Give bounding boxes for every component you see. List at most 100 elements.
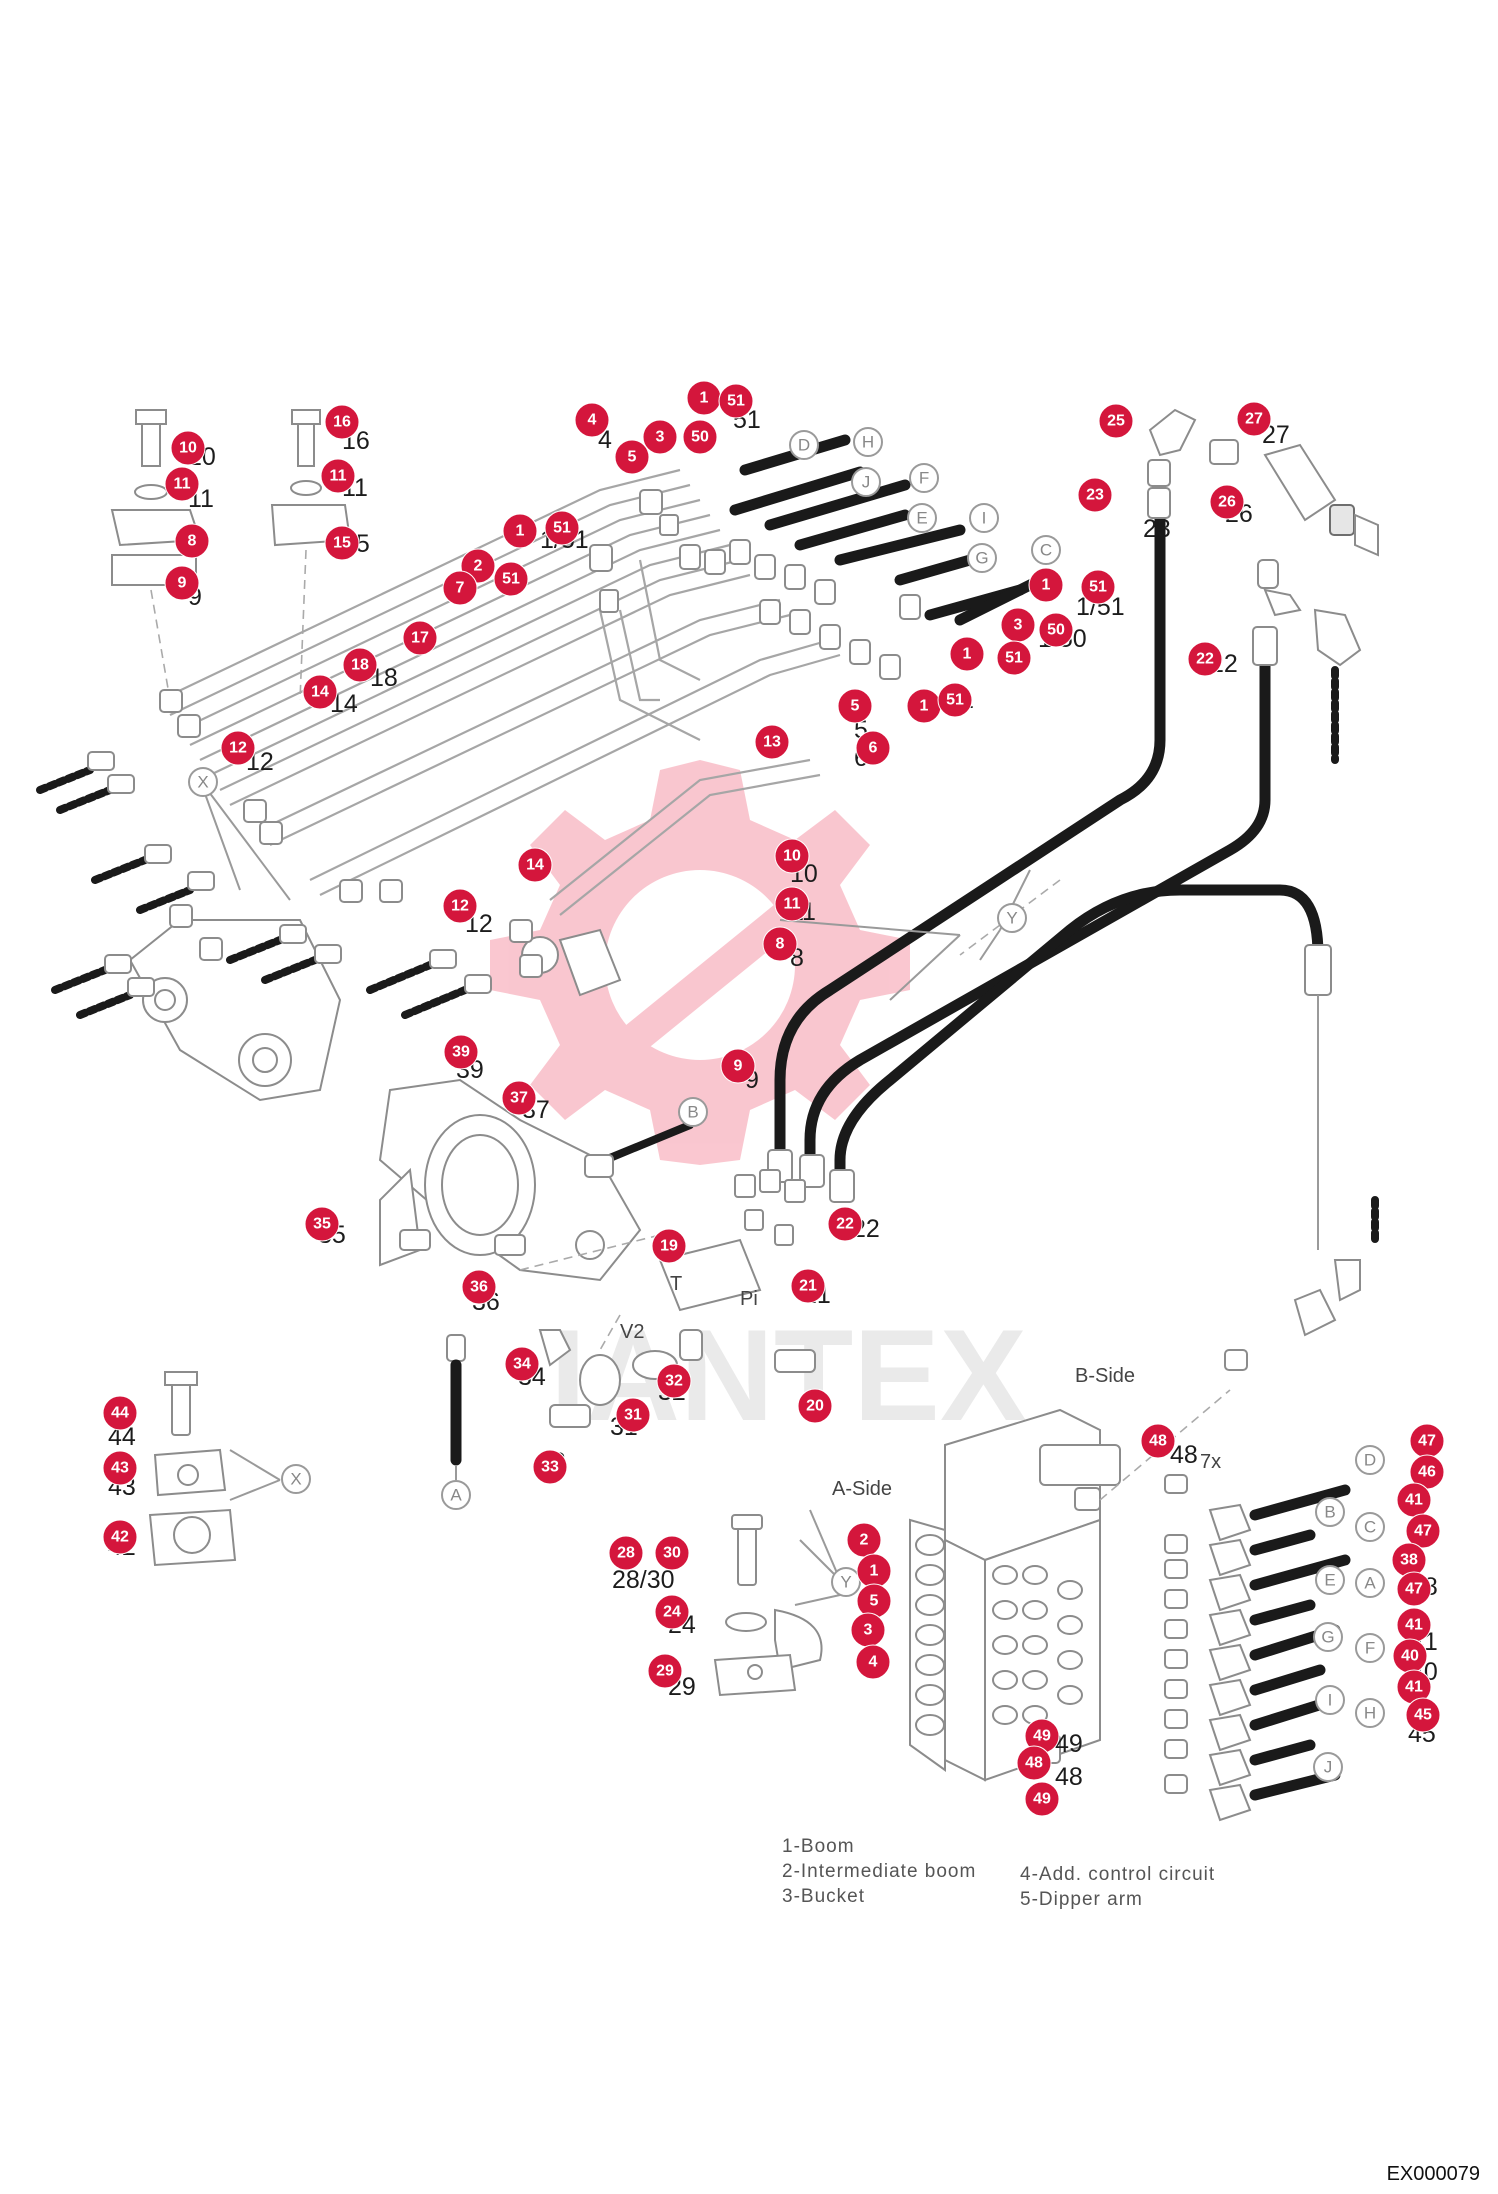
callout-badge[interactable]: 48 (1016, 1745, 1052, 1781)
callout-badge[interactable]: 3 (642, 419, 678, 455)
callout-badge[interactable]: 1 (856, 1553, 892, 1589)
svg-text:17: 17 (411, 630, 429, 647)
callout-badge[interactable]: 2 (846, 1522, 882, 1558)
svg-text:3: 3 (864, 1622, 873, 1639)
callout-badge[interactable]: 9 (720, 1048, 756, 1084)
callout-badge[interactable]: 10 (774, 838, 810, 874)
svg-text:H: H (862, 433, 874, 452)
callout-badge[interactable]: 8 (762, 926, 798, 962)
callout-badge[interactable]: 41 (1396, 1482, 1432, 1518)
callout-badge[interactable]: 26 (1209, 484, 1245, 520)
callout-badge[interactable]: 47 (1396, 1571, 1432, 1607)
callout-badge[interactable]: 36 (461, 1269, 497, 1305)
callout-badge[interactable]: 25 (1098, 403, 1134, 439)
callout-badge[interactable]: 12 (220, 730, 256, 766)
callout-badge[interactable]: 51 (937, 682, 973, 718)
callout-badge[interactable]: 41 (1396, 1669, 1432, 1705)
callout-badge[interactable]: 50 (682, 419, 718, 455)
callout-badge[interactable]: 43 (102, 1450, 138, 1486)
callout-badge[interactable]: 45 (1405, 1697, 1441, 1733)
callout-badge[interactable]: 33 (532, 1449, 568, 1485)
svg-text:23: 23 (1086, 487, 1104, 504)
callout-badge[interactable]: 46 (1409, 1454, 1445, 1490)
callout-badge[interactable]: 49 (1024, 1718, 1060, 1754)
callout-badge[interactable]: 38 (1391, 1542, 1427, 1578)
callout-badge[interactable]: 18 (342, 647, 378, 683)
callout-badge[interactable]: 40 (1392, 1638, 1428, 1674)
callout-badge[interactable]: 24 (654, 1594, 690, 1630)
callout-badge[interactable]: 1 (1028, 567, 1064, 603)
callout-badge[interactable]: 11 (774, 886, 810, 922)
callout-badge[interactable]: 30 (654, 1535, 690, 1571)
callout-badge[interactable]: 6 (855, 730, 891, 766)
callout-badge[interactable]: 42 (102, 1519, 138, 1555)
callout-badge[interactable]: 12 (442, 888, 478, 924)
callout-badge[interactable]: 13 (754, 724, 790, 760)
callout-badge[interactable]: 14 (517, 847, 553, 883)
callout-badge[interactable]: 16 (324, 404, 360, 440)
callout-badge[interactable]: 39 (443, 1034, 479, 1070)
callout-badge[interactable]: 10 (170, 430, 206, 466)
callout-badge[interactable]: 51 (544, 510, 580, 546)
svg-text:10: 10 (783, 848, 801, 865)
callout-badge[interactable]: 19 (651, 1228, 687, 1264)
svg-text:G: G (1321, 1628, 1334, 1647)
callout-badge[interactable]: 49 (1024, 1781, 1060, 1817)
callout-badge[interactable]: 47 (1405, 1513, 1441, 1549)
svg-text:30: 30 (663, 1545, 681, 1562)
callout-badge[interactable]: 3 (1000, 607, 1036, 643)
callout-badge[interactable]: 17 (402, 620, 438, 656)
svg-text:14: 14 (311, 684, 329, 701)
callout-badge[interactable]: 3 (850, 1612, 886, 1648)
callout-badge[interactable]: 35 (304, 1206, 340, 1242)
connection-letter-e-valve: E (1315, 1565, 1345, 1595)
callout-badge[interactable]: 4 (574, 402, 610, 438)
callout-badge[interactable]: 48 (1140, 1423, 1176, 1459)
callout-badge[interactable]: 23 (1077, 477, 1113, 513)
callout-badge[interactable]: 15 (324, 525, 360, 561)
svg-text:51: 51 (1089, 579, 1107, 596)
connection-letter-d-valve: D (1355, 1445, 1385, 1475)
callout-badge[interactable]: 29 (647, 1653, 683, 1689)
callout-badge[interactable]: 1 (686, 380, 722, 416)
callout-badge[interactable]: 51 (718, 383, 754, 419)
fittings-top-right (1147, 408, 1379, 764)
svg-text:11: 11 (784, 896, 801, 913)
callout-badge[interactable]: 4 (855, 1644, 891, 1680)
callout-badge[interactable]: 51 (996, 640, 1032, 676)
svg-text:51: 51 (946, 692, 964, 709)
callout-badge[interactable]: 32 (656, 1363, 692, 1399)
callout-badge[interactable]: 37 (501, 1080, 537, 1116)
callout-badge[interactable]: 14 (302, 674, 338, 710)
callout-badge[interactable]: 5 (856, 1583, 892, 1619)
callout-badge[interactable]: 21 (790, 1268, 826, 1304)
callout-badge[interactable]: 34 (504, 1346, 540, 1382)
callout-badge[interactable]: 22 (1187, 641, 1223, 677)
callout-badge[interactable]: 20 (797, 1388, 833, 1424)
callout-badge[interactable]: 51 (493, 561, 529, 597)
svg-text:A: A (450, 1486, 462, 1505)
clamp-assembly-left (110, 409, 352, 701)
callout-badge[interactable]: 1 (949, 636, 985, 672)
callout-badge[interactable]: 1 (502, 513, 538, 549)
callout-badge[interactable]: 1 (906, 688, 942, 724)
callout-badge[interactable]: 7 (442, 570, 478, 606)
callout-badge[interactable]: 11 (164, 466, 200, 502)
callout-badge[interactable]: 27 (1236, 401, 1272, 437)
callout-badge[interactable]: 41 (1396, 1607, 1432, 1643)
callout-badge[interactable]: 11 (320, 458, 356, 494)
svg-text:22: 22 (836, 1216, 854, 1233)
callout-badge[interactable]: 47 (1409, 1423, 1445, 1459)
callout-badge[interactable]: 9 (164, 565, 200, 601)
callout-badge[interactable]: 22 (827, 1206, 863, 1242)
callout-badge[interactable]: 50 (1038, 612, 1074, 648)
callout-badge[interactable]: 31 (615, 1397, 651, 1433)
legend-item-add-control-circuit: 4-Add. control circuit (1020, 1864, 1215, 1885)
callout-badge[interactable]: 44 (102, 1395, 138, 1431)
svg-text:29: 29 (656, 1663, 674, 1680)
callout-badge[interactable]: 8 (174, 523, 210, 559)
callout-badge[interactable]: 51 (1080, 569, 1116, 605)
callout-badge[interactable]: 5 (837, 688, 873, 724)
callout-badge[interactable]: 28 (608, 1535, 644, 1571)
callout-badge[interactable]: 5 (614, 439, 650, 475)
